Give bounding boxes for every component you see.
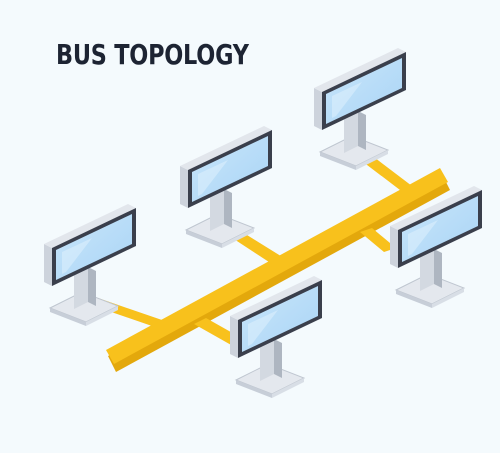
drop-line-4 xyxy=(360,228,396,252)
monitor-icon xyxy=(179,125,273,249)
monitor-icon xyxy=(313,47,407,171)
diagram-title: BUS TOPOLOGY xyxy=(56,38,249,71)
bus-backbone xyxy=(106,168,448,364)
